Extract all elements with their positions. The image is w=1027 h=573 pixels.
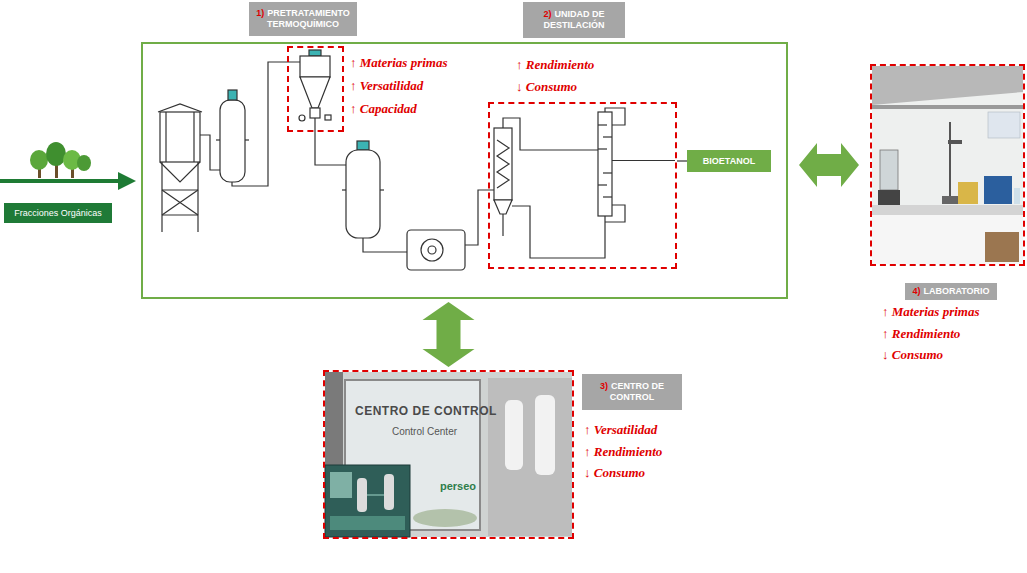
- text-wrap: Fracciones Orgánicas: [11, 208, 105, 219]
- benefit-note: ↑ Rendimiento: [516, 57, 594, 73]
- benefit-note: ↓ Consumo: [882, 347, 943, 363]
- text-wrap: 1)PRETRATAMIENTO TERMOQUÍMICO: [249, 8, 357, 30]
- text-wrap: 3)CENTRO DE CONTROL: [582, 381, 682, 403]
- control-center-photo: [325, 372, 572, 537]
- text-wrap: 4)LABORATORIO: [909, 286, 992, 297]
- benefit-note: ↑ Capacidad: [350, 101, 417, 117]
- section-tag: 3)CENTRO DE CONTROL: [582, 374, 682, 410]
- benefit-note: ↓ Consumo: [584, 465, 645, 481]
- laboratory-photo: [872, 66, 1023, 264]
- callout-number: 4): [912, 286, 920, 296]
- box-label: UNIDAD DE DESTILACIÓN: [543, 9, 604, 30]
- box-label: BIOETANOL: [703, 156, 755, 166]
- benefit-note: ↑ Materias primas: [350, 55, 448, 71]
- distillation-highlight: ↑ Rendimiento↓ Consumo: [488, 102, 677, 269]
- pipe-connector: [677, 161, 687, 162]
- sign-text: CENTRO DE CONTROL: [355, 404, 497, 418]
- pretreatment-highlight: ↑ Materias primas↑ Versatilidad↑ Capacid…: [287, 46, 344, 132]
- box-label: PRETRATAMIENTO TERMOQUÍMICO: [267, 8, 350, 29]
- text-wrap: 2)UNIDAD DE DESTILACIÓN: [523, 9, 625, 31]
- control-center-highlight: ↑ Versatilidad↑ Rendimiento↓ Consumo: [323, 370, 574, 539]
- feed-arrow: [0, 179, 120, 183]
- callout-number: 3): [600, 381, 608, 391]
- feed-arrowhead: [118, 172, 136, 190]
- logo-text: perseo: [440, 480, 476, 492]
- section-tag: 1)PRETRATAMIENTO TERMOQUÍMICO: [249, 2, 357, 36]
- box-label: CENTRO DE CONTROL: [610, 381, 664, 402]
- source-box: Fracciones Orgánicas: [4, 203, 112, 223]
- double-arrow: [423, 302, 475, 367]
- trees-icon: [30, 142, 91, 178]
- text-wrap: BIOETANOL: [700, 156, 758, 167]
- product-box: BIOETANOL: [687, 150, 771, 172]
- benefit-note: ↑ Rendimiento: [882, 326, 960, 342]
- benefit-note: ↓ Consumo: [516, 79, 577, 95]
- section-tag: 2)UNIDAD DE DESTILACIÓN: [523, 2, 625, 38]
- benefit-note: ↑ Versatilidad: [350, 78, 423, 94]
- section-tag: 4)LABORATORIO: [905, 283, 997, 300]
- pipe-line: [677, 160, 687, 161]
- callout-number: 1): [256, 8, 264, 18]
- benefit-note: ↑ Versatilidad: [584, 422, 657, 438]
- box-label: LABORATORIO: [923, 286, 989, 296]
- double-arrow: [799, 143, 859, 187]
- plant-frame: ↑ Materias primas ↑ Versatilidad ↑ Capacid…: [141, 42, 788, 299]
- laboratory-highlight: ↑ Materias primas↑ Rendimiento↓ Consumo: [870, 64, 1025, 266]
- callout-number: 2): [543, 9, 551, 19]
- box-label: Fracciones Orgánicas: [14, 208, 102, 218]
- process-equipment: [158, 50, 675, 270]
- benefit-note: ↑ Rendimiento: [584, 444, 662, 460]
- sign-text: Control Center: [392, 426, 457, 437]
- benefit-note: ↑ Materias primas: [882, 304, 980, 320]
